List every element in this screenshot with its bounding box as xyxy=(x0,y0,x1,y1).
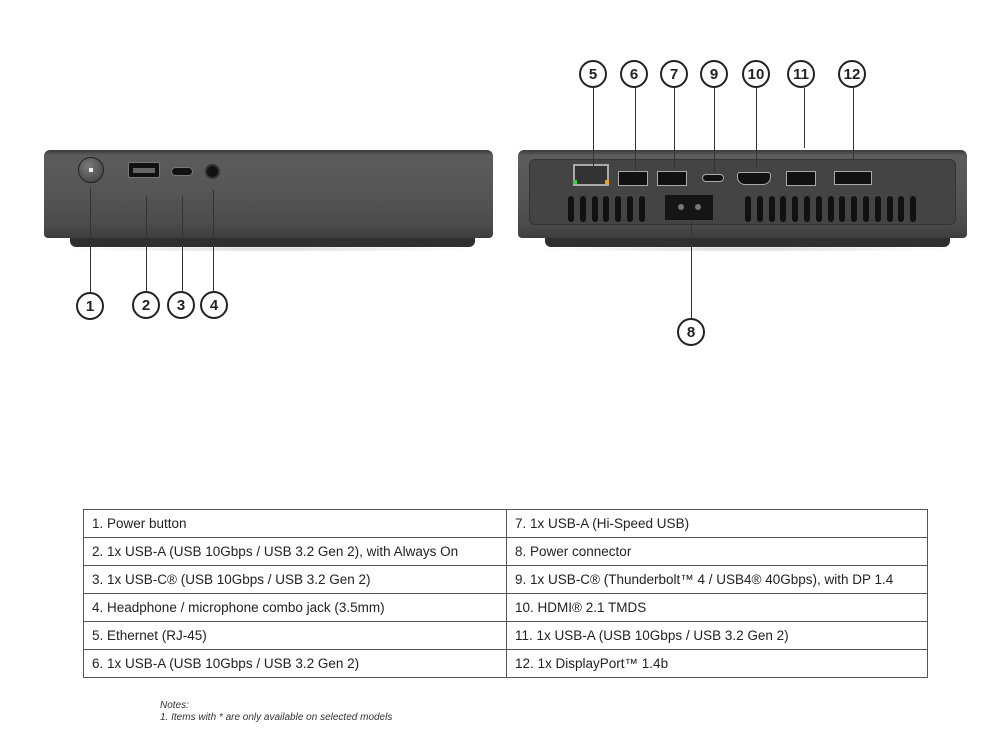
usb-a-port-7 xyxy=(657,171,687,186)
hdmi-port xyxy=(737,172,771,185)
table-cell: 2. 1x USB-A (USB 10Gbps / USB 3.2 Gen 2)… xyxy=(83,537,507,566)
table-cell: 6. 1x USB-A (USB 10Gbps / USB 3.2 Gen 2) xyxy=(83,649,507,678)
vent-slot xyxy=(568,196,574,222)
usb-a-port-11 xyxy=(786,171,816,186)
vent-slot xyxy=(804,196,810,222)
power-button xyxy=(78,157,104,183)
table-cell: 3. 1x USB-C® (USB 10Gbps / USB 3.2 Gen 2… xyxy=(83,565,507,594)
vent-slot xyxy=(874,196,881,222)
vent-slot xyxy=(898,196,905,222)
callout-1: 1 xyxy=(76,292,104,320)
table-cell: 5. Ethernet (RJ-45) xyxy=(83,621,507,650)
table-row: 5. Ethernet (RJ-45)11. 1x USB-A (USB 10G… xyxy=(83,621,928,650)
callout-3: 3 xyxy=(167,291,195,319)
vent-slot xyxy=(815,196,822,222)
table-cell: 4. Headphone / microphone combo jack (3.… xyxy=(83,593,507,622)
callout-6: 6 xyxy=(620,60,648,88)
table-cell: 9. 1x USB-C® (Thunderbolt™ 4 / USB4® 40G… xyxy=(506,565,928,594)
vent-slot xyxy=(756,196,763,222)
ethernet-port xyxy=(573,164,609,186)
table-cell: 8. Power connector xyxy=(506,537,928,566)
usb-a-port-6 xyxy=(618,171,648,186)
table-row: 2. 1x USB-A (USB 10Gbps / USB 3.2 Gen 2)… xyxy=(83,537,928,566)
displayport-port xyxy=(834,171,872,185)
table-cell: 11. 1x USB-A (USB 10Gbps / USB 3.2 Gen 2… xyxy=(506,621,928,650)
vent-slot xyxy=(839,196,846,222)
callout-5: 5 xyxy=(579,60,607,88)
callout-2: 2 xyxy=(132,291,160,319)
vent-slot xyxy=(638,196,645,222)
vent-slot xyxy=(603,196,610,222)
notes-title: Notes: xyxy=(160,700,189,711)
vent-slot xyxy=(863,196,869,222)
vent-slot xyxy=(827,196,834,222)
callout-4: 4 xyxy=(200,291,228,319)
table-cell: 1. Power button xyxy=(83,509,507,538)
vent-slot xyxy=(886,196,893,222)
callout-11: 11 xyxy=(787,60,815,88)
callout-9: 9 xyxy=(700,60,728,88)
vent-slot xyxy=(792,196,799,222)
audio-jack xyxy=(205,164,220,179)
vent-slot xyxy=(615,196,622,222)
table-row: 3. 1x USB-C® (USB 10Gbps / USB 3.2 Gen 2… xyxy=(83,565,928,594)
table-row: 4. Headphone / microphone combo jack (3.… xyxy=(83,593,928,622)
notes: Notes: 1. Items with * are only availabl… xyxy=(160,700,392,724)
power-connector xyxy=(665,195,713,220)
vent-slot xyxy=(627,196,633,222)
callout-12: 12 xyxy=(838,60,866,88)
usb-c-port-front xyxy=(171,167,193,176)
back-shadow xyxy=(530,246,960,252)
front-chassis xyxy=(44,150,493,238)
vent-slot xyxy=(851,196,858,222)
vent-slot xyxy=(910,196,917,222)
usb-a-port-front xyxy=(128,162,160,178)
callout-10: 10 xyxy=(742,60,770,88)
vent-slot xyxy=(745,196,751,222)
usb-c-port-9 xyxy=(702,174,724,182)
vent-slot xyxy=(591,196,598,222)
table-cell: 10. HDMI® 2.1 TMDS xyxy=(506,593,928,622)
table-cell: 12. 1x DisplayPort™ 1.4b xyxy=(506,649,928,678)
vent-slot xyxy=(780,196,787,222)
vent-slot xyxy=(579,196,586,222)
callout-8: 8 xyxy=(677,318,705,346)
callout-7: 7 xyxy=(660,60,688,88)
front-shadow xyxy=(60,246,480,252)
note-item: 1. Items with * are only available on se… xyxy=(160,712,393,723)
vent-slot xyxy=(768,196,775,222)
table-row: 6. 1x USB-A (USB 10Gbps / USB 3.2 Gen 2)… xyxy=(83,649,928,678)
table-cell: 7. 1x USB-A (Hi-Speed USB) xyxy=(506,509,928,538)
